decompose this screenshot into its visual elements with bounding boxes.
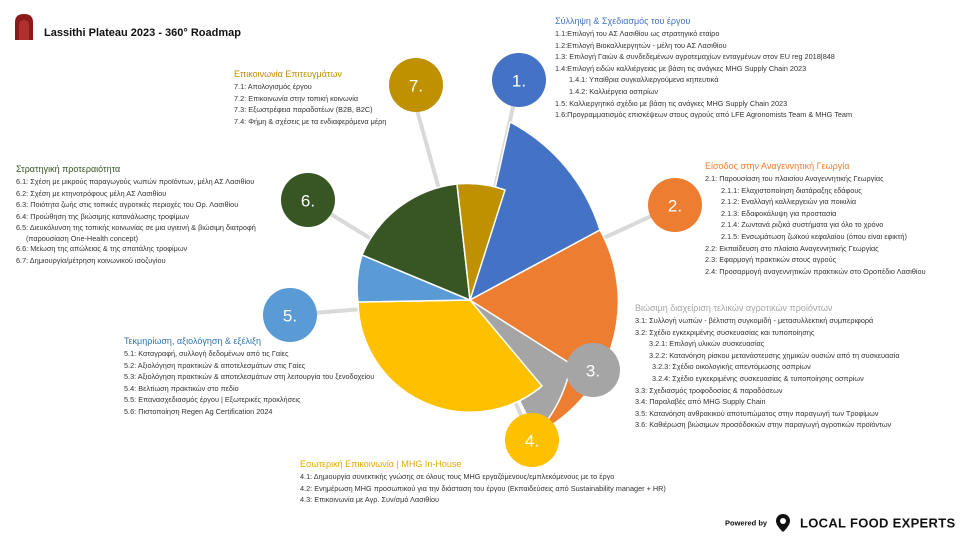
logo-icon	[15, 14, 33, 40]
section-3-title: Βιώσιμη διαχείριση τελικών αγροτικών προ…	[635, 303, 833, 313]
list-item: 3.2.1: Επιλογή υλικών συσκευασίας	[649, 339, 765, 349]
list-item: (παρουσίαση One-Health concept)	[26, 233, 139, 243]
list-item: 2.4: Προσαρμογή αναγεννητικών πρακτικών …	[705, 266, 926, 276]
list-item: 6.2: Σχέση με κτηνοτρόφους μέλη ΑΣ Λασιθ…	[16, 188, 167, 198]
wedge-7	[456, 182, 506, 301]
list-item: 2.1.1: Ελαχιστοποίηση διατάραξης εδάφους	[721, 185, 862, 195]
list-item: 4.2: Ενημέρωση MHG προσωπικού για την δι…	[300, 483, 666, 493]
section-1: Σύλληψη & Σχεδιασμός του έργου 1.1:Επιλο…	[555, 16, 852, 121]
circle-6-label: 6.	[301, 192, 315, 211]
list-item: 6.1: Σχέση με μικρούς παραγωγούς νωπών π…	[16, 177, 255, 186]
page-title: Lassithi Plateau 2023 - 360° Roadmap	[44, 27, 241, 39]
list-item: 5.6: Πιστοποίηση Regen Ag Certification …	[124, 406, 273, 416]
section-5-title: Τεκμηρίωση, αξιολόγηση & εξέλιξη	[124, 336, 262, 346]
list-item: 1.6:Προγραμματισμός επισκέψεων στους αγρ…	[555, 110, 853, 120]
list-item: 5.5: Επανασχεδιασμός έργου | Εξωτερικές …	[124, 395, 301, 405]
section-6-title: Στρατηγική προτεραιότητα	[16, 164, 121, 174]
list-item: 7.3: Εξωστρέφεια παραδοτέων (B2B, B2C)	[234, 105, 373, 115]
section-2: Είσοδος στην Αναγεννητική Γεωργία 2.1: Π…	[705, 161, 926, 277]
list-item: 3.4: Παραλαβές από MHG Supply Chain	[635, 397, 766, 407]
section-1-title: Σύλληψη & Σχεδιασμός του έργου	[555, 16, 691, 26]
list-item: 6.6: Μείωση της απώλειας & της σπατάλης …	[16, 243, 188, 253]
wedge-1	[468, 120, 601, 302]
list-item: 2.3: Εφαρμογή πρακτικών στους αγρούς	[705, 255, 837, 265]
list-item: 6.3: Ποιότητα ζωής στις τοπικές αγροτικέ…	[16, 200, 239, 210]
list-item: 2.1.3: Εδαφοκάλυψη για προστασία	[721, 208, 837, 218]
list-item: 5.3: Αξιολόγηση πρακτικών & αποτελεσμάτω…	[124, 372, 375, 382]
list-item: 2.1.2: Εναλλαγή καλλιεργειών για ποικιλί…	[721, 197, 857, 207]
section-4: Εσωτερική Επικοινωνία | MHG In-House 4.1…	[300, 459, 666, 506]
list-item: 7.4: Φήμη & σχέσεις με τα ενδιαφερόμενα …	[234, 116, 387, 126]
list-item: 1.3: Επιλογή Γαιών & συνδεδεμένων αγροτε…	[555, 52, 835, 62]
brand-name: LOCAL FOOD EXPERTS	[800, 515, 956, 531]
list-item: 3.1: Συλλογή νωπών - βέλτιστη συγκομιδή …	[635, 316, 874, 325]
wedge-4	[357, 299, 544, 413]
list-item: 1.4.2: Καλλιέργεια οσπρίων	[569, 86, 659, 96]
list-item: 6.4: Προώθηση της βιώσιμης κατανάλωσης τ…	[16, 211, 189, 221]
section-6: Στρατηγική προτεραιότητα 6.1: Σχέση με μ…	[16, 164, 256, 266]
list-item: 3.2.4: Σχέδιο εγκεκριμένης συσκευασίας &…	[652, 373, 864, 383]
list-item: 5.2: Αξιολόγηση πρακτικών & αποτελεσμάτω…	[124, 360, 306, 370]
powered-by-label: Powered by	[725, 518, 768, 528]
circle-4-label: 4.	[525, 432, 539, 451]
list-item: 7.1: Απολογισμός έργου	[234, 82, 312, 91]
section-5: Τεκμηρίωση, αξιολόγηση & εξέλιξη 5.1: Κα…	[124, 336, 374, 418]
list-item: 5.4: Βελτίωση πρακτικών στο πεδίο	[124, 383, 239, 393]
list-item: 2.1: Παρουσίαση του πλαισίου Αναγεννητικ…	[705, 174, 884, 183]
list-item: 7.2: Επικοινωνία στην τοπική κοινωνία	[234, 93, 359, 103]
list-item: 4.3: Επικοινωνία με Αγρ. Συν/σμό Λασιθίο…	[300, 495, 440, 505]
list-item: 2.1.4: Ζωντανά ριζικά συστήματα για όλο …	[721, 220, 884, 230]
list-item: 1.2:Επιλογή Βιοκαλλιεργητών - μέλη του Α…	[555, 40, 727, 50]
list-item: 1.5: Καλλιεργητικό σχέδιο με βάση τις αν…	[555, 98, 788, 108]
footer: Powered by LOCAL FOOD EXPERTS ®	[725, 514, 960, 532]
list-item: 2.2: Εκπαίδευση στο πλαίσιο Αναγεννητική…	[705, 243, 879, 253]
map-pin-icon	[775, 514, 790, 532]
list-item: 6.7: Δημιουργία/μέτρηση κοινωνικού ισοζυ…	[16, 255, 166, 265]
list-item: 6.5: Διευκόλυνση της τοπικής κοινωνίας σ…	[16, 223, 256, 233]
list-item: 3.5: Κατανόηση ανθρακικού αποτυπώματος σ…	[635, 408, 879, 418]
circle-7-label: 7.	[409, 77, 423, 96]
wedge-6	[361, 183, 471, 302]
list-item: 3.2.2: Κατανόηση ρίσκου μετανάστευσης χη…	[649, 350, 900, 360]
circle-3-label: 3.	[586, 362, 600, 381]
list-item: 5.1: Καταγραφή, συλλογή δεδομένων από τι…	[124, 349, 289, 358]
list-item: 4.1: Δημιουργία συνεκτικής γνώσης σε όλο…	[300, 472, 615, 481]
section-4-title: Εσωτερική Επικοινωνία | MHG In-House	[300, 459, 462, 469]
section-7: Επικοινωνία Επιτευγμάτων 7.1: Απολογισμό…	[234, 69, 386, 127]
list-item: 3.2.3: Σχέδιο οικολογικής απεντόμωσης οσ…	[652, 362, 811, 372]
list-item: 1.1:Επιλογή του ΑΣ Λασιθίου ως στρατηγικ…	[555, 29, 720, 38]
circle-2-label: 2.	[668, 197, 682, 216]
section-7-title: Επικοινωνία Επιτευγμάτων	[234, 69, 342, 79]
circle-1-label: 1.	[512, 72, 526, 91]
list-item: 2.1.5: Ενσωμάτωση ζωϊκού κεφαλαίου (όπου…	[721, 231, 907, 241]
list-item: 3.2: Σχέδιο εγκεκριμένης συσκευασίας και…	[635, 327, 815, 337]
list-item: 3.6: Καθιέρωση βιώσιμων προσόδοκιών στην…	[635, 420, 892, 430]
list-item: 1.4:Επιλογή ειδών καλλιέργειας με βάση τ…	[555, 63, 807, 73]
circle-5-label: 5.	[283, 307, 297, 326]
section-3: Βιώσιμη διαχείριση τελικών αγροτικών προ…	[635, 303, 900, 431]
list-item: 1.4.1: Υπαίθρια συγκαλλιεργούμενα κηπευτ…	[569, 75, 719, 85]
section-2-title: Είσοδος στην Αναγεννητική Γεωργία	[705, 161, 850, 171]
list-item: 3.3: Σχεδιασμός τροφοδοσίας & παραδόσεων	[635, 385, 783, 395]
